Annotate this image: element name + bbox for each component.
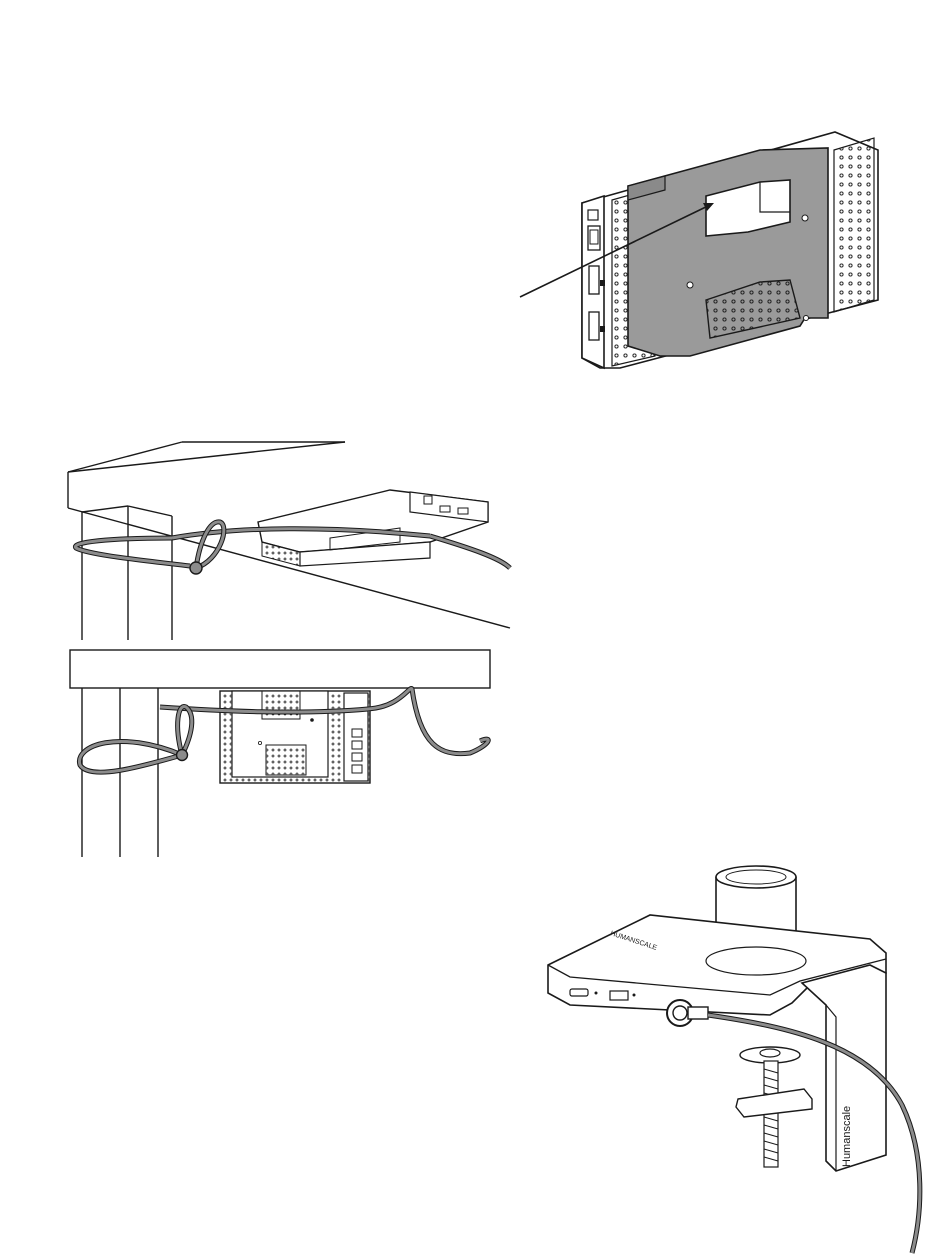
dock-front — [220, 691, 370, 783]
security-cable-clamp — [708, 1015, 920, 1253]
clamp-screw — [736, 1047, 812, 1167]
desk-top-front — [70, 650, 490, 688]
desk-leg-lock-front-figure — [0, 645, 520, 860]
clamp-brand-side: Humanscale — [841, 1106, 853, 1167]
docking-bracket-figure — [0, 0, 950, 400]
desk-leg — [82, 506, 172, 640]
desk-leg-lock-side-figure — [0, 430, 520, 650]
mounting-bracket — [628, 148, 828, 356]
monitor-clamp-lock-figure: HUMANSCALE Humanscale — [530, 855, 950, 1254]
